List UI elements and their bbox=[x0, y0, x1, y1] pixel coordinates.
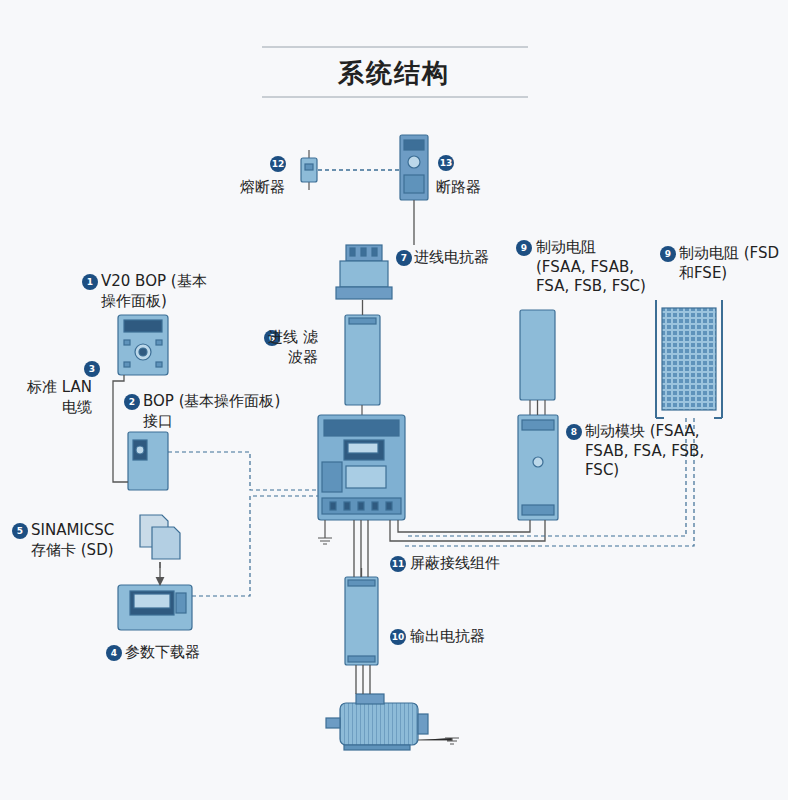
line-filter bbox=[345, 315, 380, 405]
part-label: V20 BOP (基本操作面板) bbox=[101, 272, 221, 311]
part-label: 熔断器 bbox=[240, 178, 302, 198]
callout-number: 5 bbox=[12, 523, 28, 539]
line-reactor: 7进线电抗器 bbox=[338, 245, 390, 300]
part-label: 制动模块 (FSAA, FSAB, FSA, FSB, FSC) bbox=[585, 422, 705, 481]
dashed-link bbox=[318, 169, 400, 170]
wire bbox=[361, 568, 362, 577]
callout-number: 8 bbox=[566, 424, 582, 440]
basic-operator-panel bbox=[118, 315, 168, 375]
motor bbox=[326, 694, 428, 750]
part-label: 输出电抗器 bbox=[410, 627, 510, 647]
callout-number: 11 bbox=[390, 556, 406, 572]
wire bbox=[362, 300, 363, 315]
part-label: BOP (基本操作面板) 接口 bbox=[143, 392, 293, 431]
part-label: 进线电抗器 bbox=[414, 248, 506, 268]
part-label: SINAMICSC 存储卡 (SD) bbox=[31, 521, 133, 560]
wire bbox=[113, 375, 128, 482]
shield-kit: 11屏蔽接线组件 bbox=[343, 522, 383, 568]
callout-number: 4 bbox=[106, 645, 122, 661]
parameter-loader bbox=[118, 585, 192, 630]
wire bbox=[537, 400, 538, 415]
cable-label: 标准 LAN 电缆 bbox=[18, 378, 92, 417]
fuse: 12熔断器 bbox=[300, 155, 318, 185]
callout-number: 2 bbox=[124, 394, 140, 410]
callout-number: 9 bbox=[516, 240, 532, 256]
output-reactor bbox=[345, 577, 378, 665]
circuit-breaker: 13断路器 bbox=[400, 135, 428, 200]
bop-interface: 2BOP (基本操作面板) 接口 bbox=[128, 432, 168, 490]
callout-number: 10 bbox=[390, 629, 406, 645]
brake-resistor-grid bbox=[656, 300, 722, 418]
sd-card: 5SINAMICSC 存储卡 (SD) bbox=[140, 515, 180, 562]
sd-card bbox=[140, 515, 180, 568]
callout-number: 7 bbox=[396, 250, 412, 266]
bop-interface bbox=[128, 432, 168, 490]
v20-inverter bbox=[318, 415, 405, 520]
brake-module: 8制动模块 (FSAA, FSAB, FSA, FSB, FSC) bbox=[518, 415, 558, 520]
wire bbox=[159, 562, 160, 585]
callout-number: 13 bbox=[438, 155, 454, 171]
output-reactor: 10输出电抗器 bbox=[345, 577, 378, 665]
fuse-symbol bbox=[301, 150, 317, 190]
line-filter: 6进线 滤波器 bbox=[345, 315, 380, 405]
brake-module bbox=[518, 415, 558, 520]
brake-resistor: 9制动电阻 (FSAA, FSAB, FSA, FSB, FSC) bbox=[520, 310, 555, 400]
circuit-breaker bbox=[400, 135, 428, 200]
part-label: 进线 滤波器 bbox=[266, 328, 318, 367]
part-label: 制动电阻 (FSAA, FSAB, FSA, FSB, FSC) bbox=[536, 238, 646, 297]
part-label: 屏蔽接线组件 bbox=[410, 554, 522, 574]
brake-resistor bbox=[520, 310, 555, 415]
part-label: 参数下载器 bbox=[125, 643, 225, 663]
operator-panel: 1V20 BOP (基本操作面板) bbox=[118, 315, 168, 375]
part-label: 断路器 bbox=[436, 178, 502, 198]
parameter-loader: 4参数下载器 bbox=[118, 585, 192, 630]
line-reactor bbox=[336, 245, 392, 299]
callout-number: 1 bbox=[82, 274, 98, 290]
part-label: 制动电阻 (FSD和FSE) bbox=[679, 244, 784, 283]
diagram-title: 系统结构 bbox=[0, 56, 788, 91]
callout-number: 9 bbox=[660, 246, 676, 262]
wire bbox=[413, 200, 414, 245]
callout-number: 3 bbox=[84, 361, 100, 377]
callout-number: 12 bbox=[270, 156, 286, 172]
brake-resistor: 9制动电阻 (FSD和FSE) bbox=[656, 300, 722, 418]
